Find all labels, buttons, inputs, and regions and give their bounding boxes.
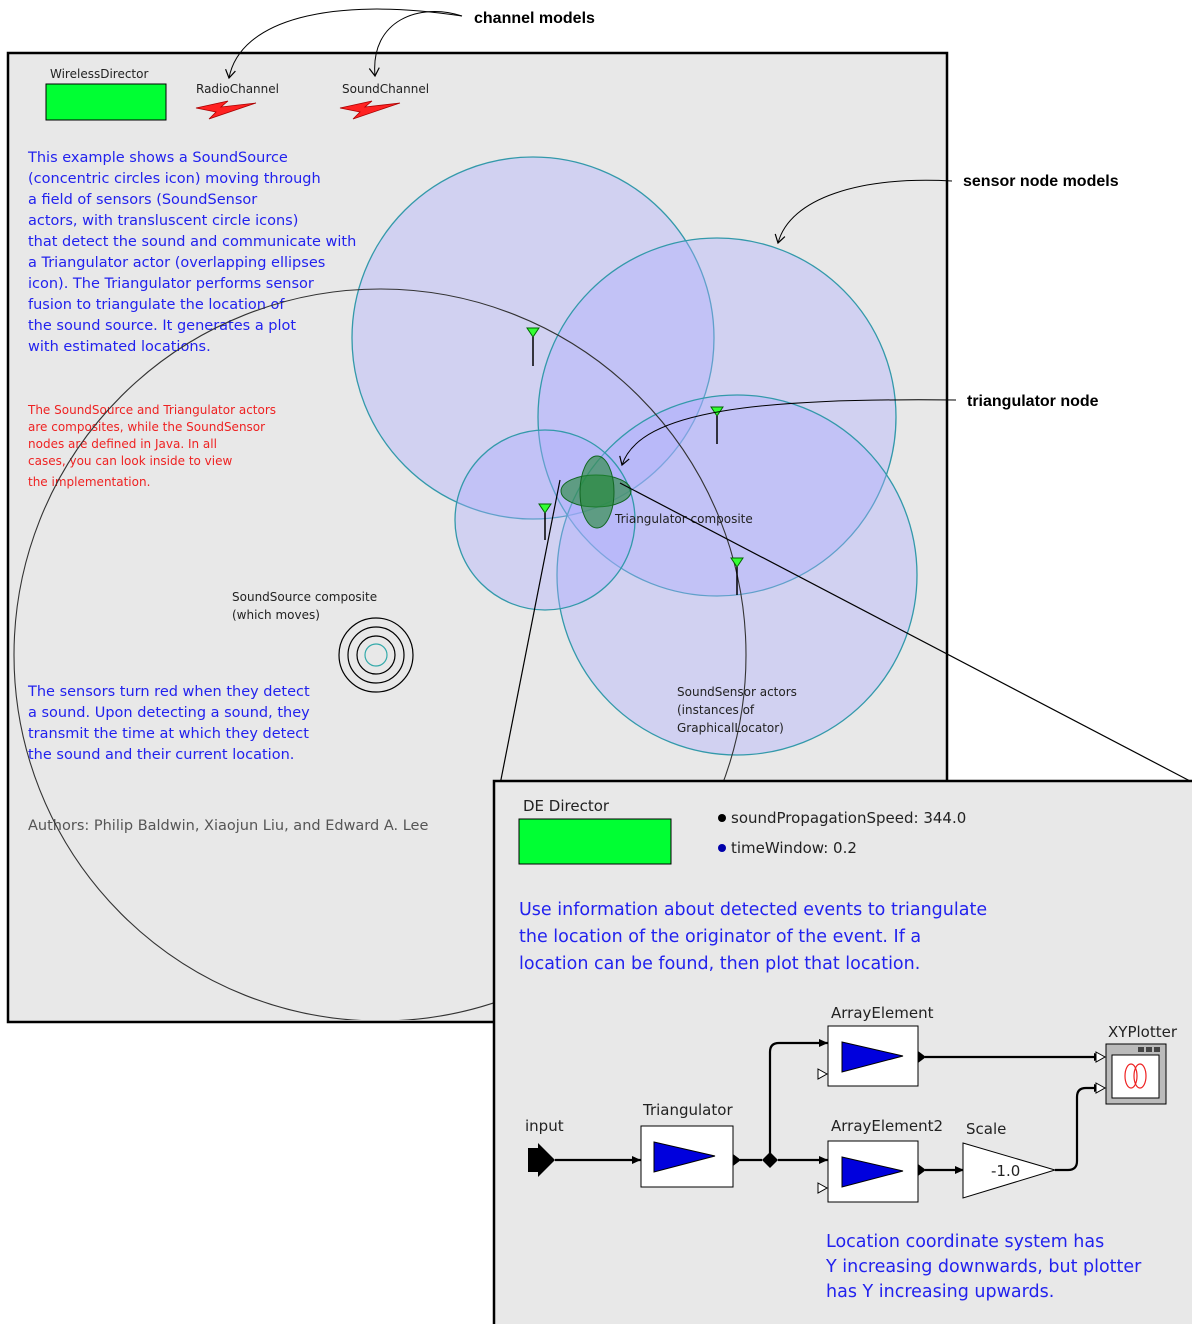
annotation-arrow bbox=[619, 399, 957, 467]
wires bbox=[555, 1039, 1103, 1174]
inner-description-line: the location of the originator of the ev… bbox=[519, 927, 921, 947]
triangle-icon bbox=[653, 1141, 716, 1173]
triangulator-ellipses-icon[interactable] bbox=[560, 455, 632, 529]
description-line: a field of sensors (SoundSensor bbox=[28, 192, 257, 208]
wire bbox=[768, 1039, 828, 1160]
xyplotter-actor[interactable] bbox=[1095, 1043, 1167, 1105]
sensor-antenna-icon[interactable] bbox=[526, 327, 540, 366]
inner-description-line: Use information about detected events to… bbox=[519, 900, 987, 920]
top-model-canvas: WirelessDirector RadioChannel SoundChann… bbox=[6, 51, 949, 1024]
red-note-line: cases, you can look inside to view bbox=[28, 454, 233, 468]
array-element-actor[interactable] bbox=[817, 1025, 926, 1087]
sensors-line: transmit the time at which they detect bbox=[28, 726, 309, 742]
coordinate-note-line: has Y increasing upwards. bbox=[826, 1282, 1054, 1302]
input-port-label: input bbox=[525, 1117, 564, 1135]
coordinate-note-line: Y increasing downwards, but plotter bbox=[825, 1257, 1142, 1277]
sound-channel-lightning-icon[interactable] bbox=[339, 100, 401, 120]
sensor-antenna-icon[interactable] bbox=[538, 503, 552, 540]
trajectory-circle bbox=[13, 288, 747, 1020]
annotation-arrow bbox=[774, 179, 953, 245]
annotations: channel models sensor node models triang… bbox=[225, 8, 1119, 467]
scale-value: -1.0 bbox=[991, 1162, 1020, 1180]
input-port-icon bbox=[1095, 1051, 1107, 1063]
description-text: This example shows a SoundSource (concen… bbox=[27, 150, 356, 355]
sensors-line: a sound. Upon detecting a sound, they bbox=[28, 705, 310, 721]
de-director-label: DE Director bbox=[523, 797, 610, 815]
description-line: with estimated locations. bbox=[28, 339, 211, 355]
description-line: icon). The Triangulator performs sensor bbox=[28, 276, 314, 292]
input-port-icon[interactable] bbox=[528, 1143, 555, 1177]
output-port-icon bbox=[733, 1154, 741, 1166]
time-window-param[interactable]: timeWindow: 0.2 bbox=[731, 839, 857, 857]
red-note-line: The SoundSource and Triangulator actors bbox=[27, 403, 276, 417]
red-note-text: The SoundSource and Triangulator actors … bbox=[27, 403, 276, 489]
coordinate-note-line: Location coordinate system has bbox=[826, 1232, 1104, 1252]
sensors-line: the sound and their current location. bbox=[28, 747, 294, 763]
description-line: This example shows a SoundSource bbox=[27, 150, 288, 166]
triangulator-label: Triangulator bbox=[642, 1101, 733, 1119]
array-element2-actor[interactable] bbox=[817, 1140, 926, 1203]
array-element2-label: ArrayElement2 bbox=[831, 1117, 943, 1135]
triangle-icon bbox=[841, 1041, 904, 1073]
triangulator-composite-label: Triangulator composite bbox=[614, 512, 753, 526]
parameter-bullet-icon bbox=[718, 844, 726, 852]
sensor-actors-label: GraphicalLocator) bbox=[677, 721, 784, 735]
input-port-icon bbox=[817, 1068, 829, 1080]
red-note-line: are composites, while the SoundSensor bbox=[28, 420, 265, 434]
description-line: (concentric circles icon) moving through bbox=[28, 171, 321, 187]
xyplotter-label: XYPlotter bbox=[1108, 1023, 1178, 1041]
description-line: that detect the sound and communicate wi… bbox=[28, 234, 356, 250]
inner-description-line: location can be found, then plot that lo… bbox=[519, 954, 920, 974]
description-line: actors, with transluscent circle icons) bbox=[28, 213, 298, 229]
plotter-icon bbox=[1124, 1063, 1138, 1089]
annotation-arrow bbox=[225, 8, 463, 80]
sensor-actors-label: SoundSensor actors bbox=[677, 685, 797, 699]
sensors-text: The sensors turn red when they detect a … bbox=[27, 684, 310, 763]
wireless-director-icon[interactable] bbox=[45, 83, 167, 121]
wire bbox=[1055, 1084, 1103, 1172]
authors-text: Authors: Philip Baldwin, Xiaojun Liu, an… bbox=[28, 818, 428, 834]
sound-source-sublabel: (which moves) bbox=[232, 608, 320, 622]
input-port-icon bbox=[817, 1182, 829, 1194]
sound-source-concentric-circles-icon[interactable] bbox=[338, 617, 414, 693]
triangle-icon bbox=[841, 1156, 904, 1188]
sensor-actors-label: (instances of bbox=[677, 703, 755, 717]
description-line: fusion to triangulate the location of bbox=[28, 297, 285, 313]
sound-source-label: SoundSource composite bbox=[232, 590, 377, 604]
zoom-line-right bbox=[619, 482, 1191, 782]
de-director-icon[interactable] bbox=[518, 818, 672, 865]
sensors-line: The sensors turn red when they detect bbox=[27, 684, 310, 700]
output-port-icon bbox=[918, 1051, 926, 1063]
description-line: a Triangulator actor (overlapping ellips… bbox=[28, 255, 325, 271]
output-port-icon bbox=[918, 1164, 926, 1176]
array-element-label: ArrayElement bbox=[831, 1004, 934, 1022]
sensor-antenna-icon[interactable] bbox=[730, 557, 744, 595]
sound-channel-label: SoundChannel bbox=[342, 82, 429, 96]
triangulator-actor[interactable] bbox=[640, 1125, 741, 1188]
inner-model-canvas: DE Director soundPropagationSpeed: 344.0… bbox=[492, 779, 1192, 1324]
channel-models-annotation: channel models bbox=[474, 10, 595, 27]
red-note-line: the implementation. bbox=[28, 475, 150, 489]
plotter-icon bbox=[1133, 1063, 1147, 1089]
relation-diamond-icon[interactable] bbox=[762, 1152, 778, 1168]
parameter-bullet-icon bbox=[718, 814, 726, 822]
scale-actor[interactable]: -1.0 bbox=[962, 1142, 1057, 1199]
annotation-arrow bbox=[368, 10, 463, 78]
radio-channel-lightning-icon[interactable] bbox=[195, 100, 257, 120]
radio-channel-label: RadioChannel bbox=[196, 82, 279, 96]
red-note-line: nodes are defined in Java. In all bbox=[28, 437, 217, 451]
wireless-director-label: WirelessDirector bbox=[50, 67, 148, 81]
sound-propagation-speed-param[interactable]: soundPropagationSpeed: 344.0 bbox=[731, 809, 966, 827]
zoom-line-left bbox=[494, 479, 561, 811]
description-line: the sound source. It generates a plot bbox=[28, 318, 296, 334]
scale-label: Scale bbox=[966, 1120, 1006, 1138]
triangulator-node-annotation: triangulator node bbox=[967, 393, 1099, 410]
sensor-node-models-annotation: sensor node models bbox=[963, 173, 1119, 190]
input-port-icon bbox=[1095, 1082, 1107, 1094]
